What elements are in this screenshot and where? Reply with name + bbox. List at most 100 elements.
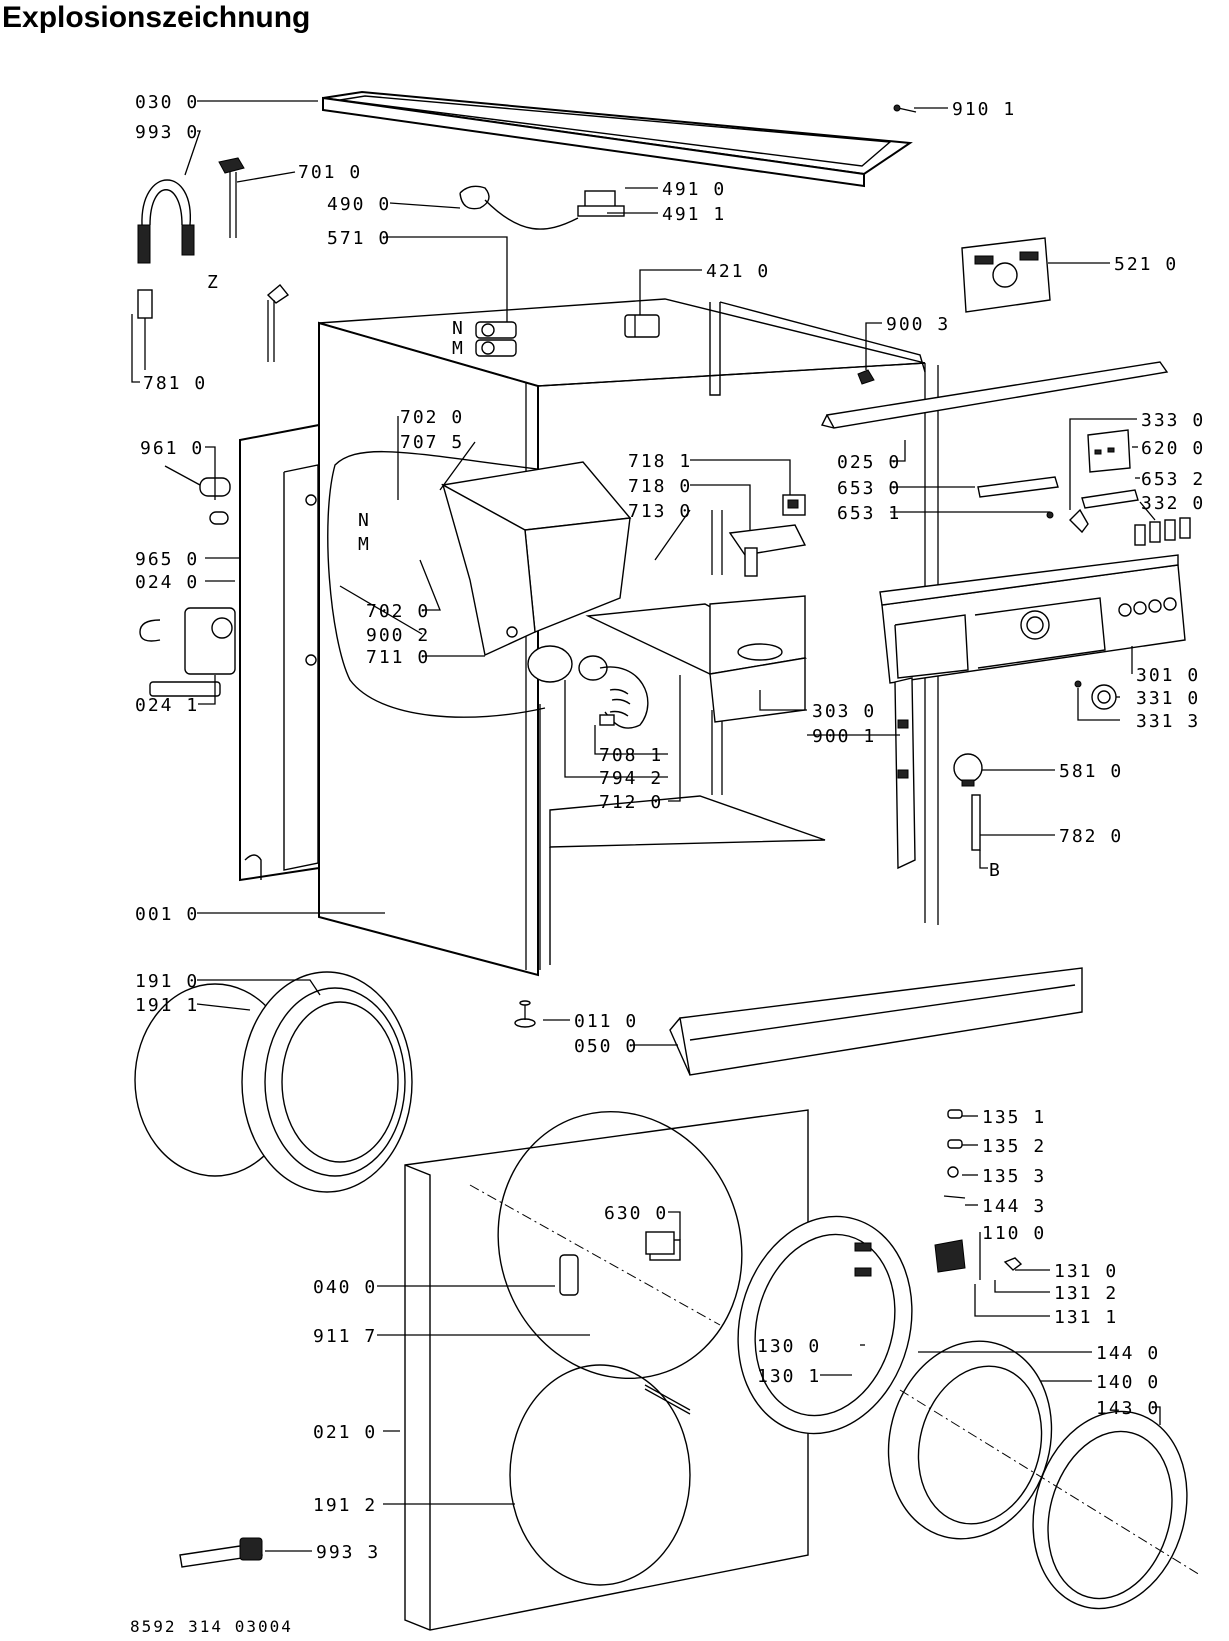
control-panel-crossbar (820, 361, 1169, 429)
label-581-0: 581 0 (1059, 761, 1123, 782)
water-valves (475, 321, 517, 357)
label-490-0: 490 0 (327, 194, 391, 215)
back-panel (239, 423, 320, 882)
mains-cable (459, 185, 625, 230)
inlet-hose (137, 179, 195, 370)
dispenser-hose (578, 655, 649, 729)
label-331-3: 331 3 (1136, 711, 1200, 732)
suppressor-filter (624, 314, 660, 338)
label-794-2: 794 2 (599, 768, 663, 789)
door-outer-ring (899, 1389, 1201, 1610)
label-025-0: 025 0 (837, 452, 901, 473)
label-143-0: 143 0 (1096, 1398, 1160, 1419)
label-050-0: 050 0 (574, 1036, 638, 1057)
label-131-2: 131 2 (1054, 1283, 1118, 1304)
adjustable-foot (514, 1000, 536, 1028)
electronic-module (961, 237, 1051, 313)
label-708-1: 708 1 (599, 745, 663, 766)
front-panel (404, 1109, 809, 1631)
label-782-0: 782 0 (1059, 826, 1123, 847)
label-333-0: 333 0 (1141, 410, 1205, 431)
control-panel (879, 554, 1186, 684)
clamp-ring (644, 1384, 691, 1415)
label-130-0: 130 0 (757, 1336, 821, 1357)
leader-lines (131, 100, 1161, 1552)
label-491-1: 491 1 (662, 204, 726, 225)
label-910-1: 910 1 (952, 99, 1016, 120)
label-303-0: 303 0 (812, 701, 876, 722)
label-701-0: 701 0 (298, 162, 362, 183)
push-buttons (1069, 508, 1191, 546)
label-630-0: 630 0 (604, 1203, 668, 1224)
top-cover (322, 90, 913, 188)
label-421-0: 421 0 (706, 261, 770, 282)
door-lock (645, 1231, 675, 1255)
label-965-0: 965 0 (135, 549, 199, 570)
motor-capacitor (164, 465, 231, 525)
marker-m-valve: M (452, 338, 465, 359)
label-900-1: 900 1 (812, 726, 876, 747)
label-571-0: 571 0 (327, 228, 391, 249)
label-144-3: 144 3 (982, 1196, 1046, 1217)
label-653-1: 653 1 (837, 503, 901, 524)
label-653-2: 653 2 (1141, 469, 1205, 490)
label-024-1: 024 1 (135, 695, 199, 716)
side-strut (894, 677, 916, 870)
door-frame (737, 1215, 913, 1435)
led-holder (977, 476, 1139, 519)
label-993-0: 993 0 (135, 122, 199, 143)
label-491-0: 491 0 (662, 179, 726, 200)
label-620-0: 620 0 (1141, 438, 1205, 459)
label-332-0: 332 0 (1141, 493, 1205, 514)
label-131-0: 131 0 (1054, 1261, 1118, 1282)
marker-b: B (989, 860, 1002, 881)
label-130-1: 130 1 (757, 1366, 821, 1387)
label-653-0: 653 0 (837, 478, 901, 499)
part-labels: 030 0 993 0 701 0 490 0 491 0 491 1 571 … (130, 92, 1205, 1636)
plinth (669, 967, 1083, 1076)
label-021-0: 021 0 (313, 1422, 377, 1443)
dispenser-drawer (585, 595, 808, 723)
label-040-0: 040 0 (313, 1277, 377, 1298)
drawing-number: 8592 314 03004 (130, 1617, 293, 1636)
marker-n-valve: N (452, 318, 465, 339)
label-110-0: 110 0 (982, 1223, 1046, 1244)
label-961-0: 961 0 (140, 438, 204, 459)
drawer-siphon (728, 494, 807, 577)
service-tool (179, 1537, 263, 1568)
label-135-1: 135 1 (982, 1107, 1046, 1128)
pressure-switch (953, 753, 983, 787)
display-pcb (1087, 429, 1131, 473)
label-191-1: 191 1 (135, 995, 199, 1016)
marker-z: Z (207, 272, 220, 293)
label-900-2: 900 2 (366, 625, 430, 646)
label-331-0: 331 0 (1136, 688, 1200, 709)
transport-bolt (218, 157, 290, 362)
label-131-1: 131 1 (1054, 1307, 1118, 1328)
label-030-0: 030 0 (135, 92, 199, 113)
screw-top (893, 104, 917, 113)
program-knob (1074, 680, 1117, 710)
marker-m-dispenser: M (358, 534, 371, 555)
label-521-0: 521 0 (1114, 254, 1178, 275)
marker-n-dispenser: N (358, 510, 371, 531)
fasteners (943, 1109, 966, 1199)
clip (857, 369, 875, 385)
pressure-hose (971, 794, 981, 851)
door-glass (887, 1340, 1053, 1540)
label-711-0: 711 0 (366, 647, 430, 668)
label-135-2: 135 2 (982, 1136, 1046, 1157)
label-702-0-b: 702 0 (366, 601, 430, 622)
label-781-0: 781 0 (143, 373, 207, 394)
label-024-0: 024 0 (135, 572, 199, 593)
door-seal (134, 971, 413, 1193)
dispenser-housing (440, 461, 632, 683)
label-191-0: 191 0 (135, 971, 199, 992)
label-707-5: 707 5 (400, 432, 464, 453)
label-135-3: 135 3 (982, 1166, 1046, 1187)
label-718-1: 718 1 (628, 451, 692, 472)
label-140-0: 140 0 (1096, 1372, 1160, 1393)
door-handle (934, 1239, 1023, 1280)
label-718-0: 718 0 (628, 476, 692, 497)
